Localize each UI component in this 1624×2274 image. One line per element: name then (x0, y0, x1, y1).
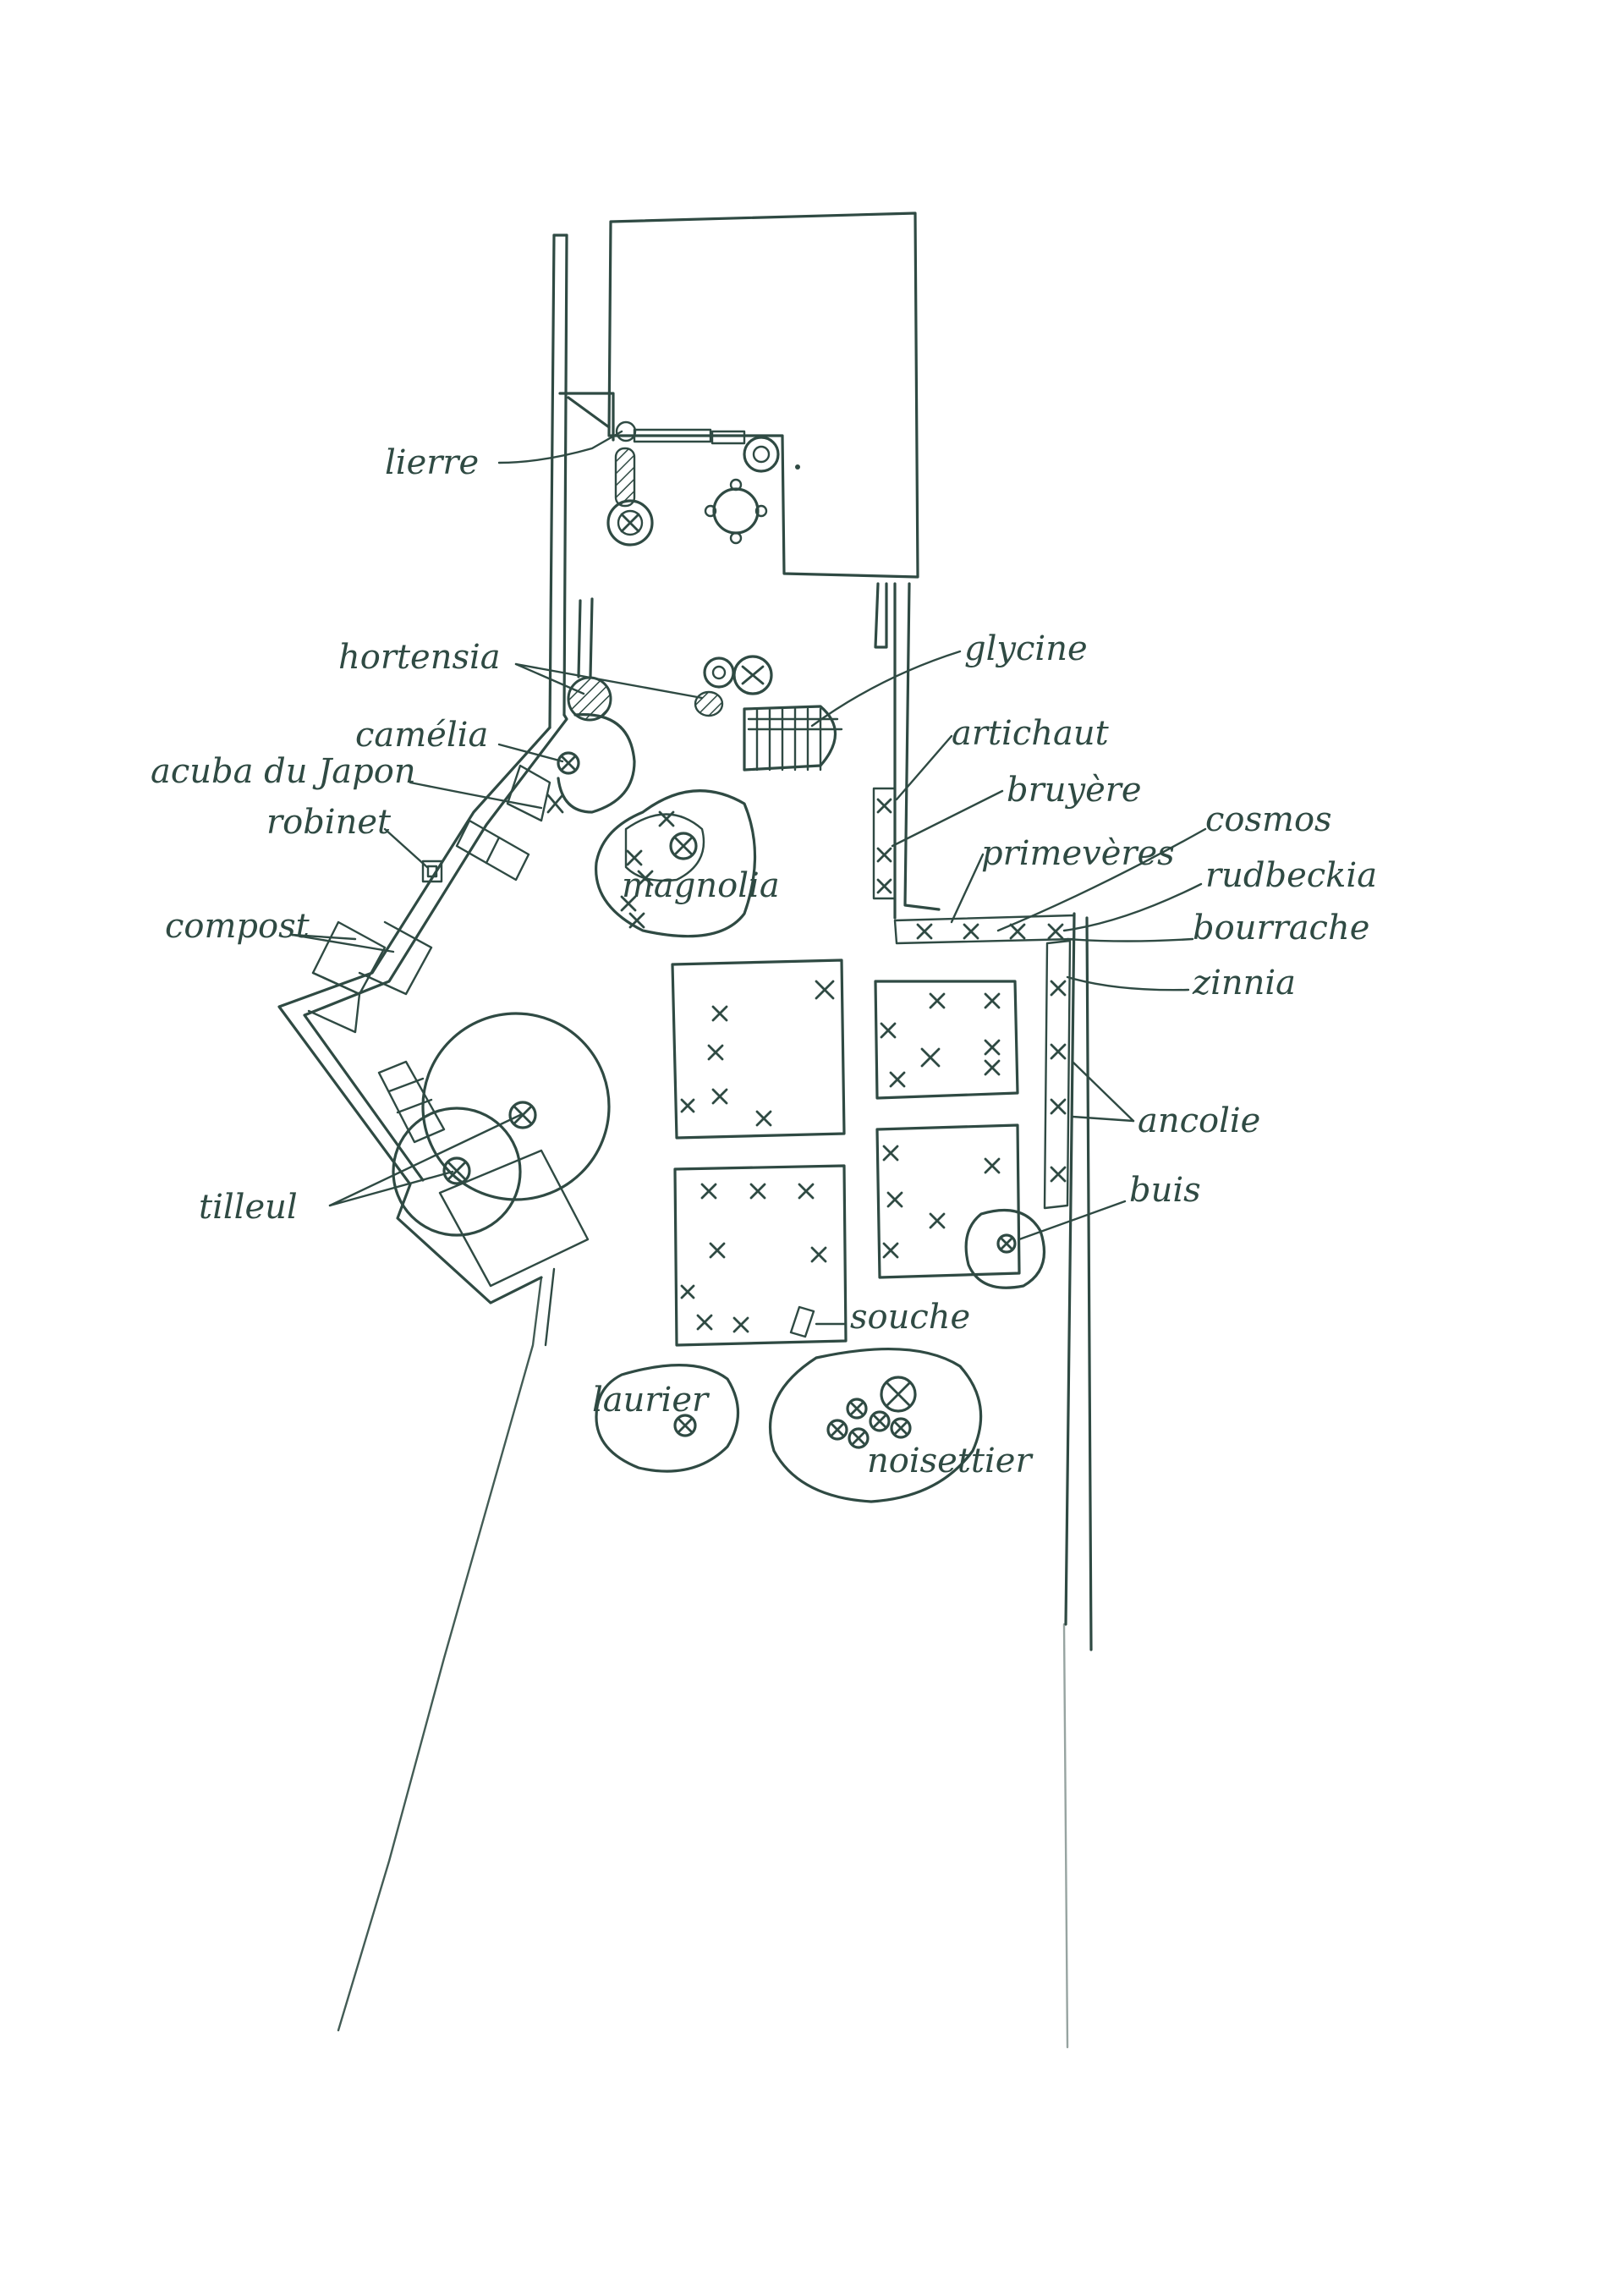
label-primeveres: primevères (981, 834, 1175, 873)
laurier (595, 1364, 740, 1473)
label-souche: souche (850, 1298, 970, 1337)
lierre-area (606, 420, 780, 547)
label-noisettier: noisettier (867, 1442, 1034, 1480)
label-laurier: laurier (592, 1381, 710, 1420)
house (558, 211, 919, 579)
label-glycine: glycine (964, 629, 1088, 668)
property-walls (277, 233, 1093, 2049)
label-magnolia: magnolia (622, 866, 780, 905)
label-compost: compost (165, 907, 310, 946)
artichaut-bed (872, 787, 897, 900)
label-ancolie: ancolie (1138, 1101, 1260, 1140)
vegetable-beds (671, 958, 1021, 1347)
label-camelia: camélia (355, 716, 488, 755)
buis (964, 1208, 1046, 1289)
camelia (557, 713, 636, 814)
label-bourrache: bourrache (1193, 909, 1369, 948)
label-tilleul: tilleul (199, 1188, 298, 1227)
label-zinnia: zinnia (1192, 964, 1296, 1002)
plant-labels: lierre hortensia camélia acuba du Japon … (151, 443, 1377, 1480)
label-bruyere: bruyère (1007, 771, 1142, 810)
label-robinet: robinet (266, 803, 392, 842)
label-hortensia: hortensia (338, 638, 501, 677)
magnolia (595, 789, 757, 938)
right-border-bed (893, 914, 1076, 1210)
hortensia-glycine-zone (567, 597, 843, 772)
label-buis: buis (1129, 1171, 1201, 1210)
leader-lines (290, 430, 1207, 1326)
wall-beds (307, 764, 564, 1144)
noisettier (769, 1347, 983, 1503)
tilleul (392, 1012, 611, 1288)
label-cosmos: cosmos (1205, 800, 1332, 839)
label-artichaut: artichaut (952, 714, 1110, 753)
label-acuba: acuba du Japon (151, 752, 416, 791)
label-rudbeckia: rudbeckia (1205, 856, 1377, 895)
label-lierre: lierre (385, 443, 479, 482)
